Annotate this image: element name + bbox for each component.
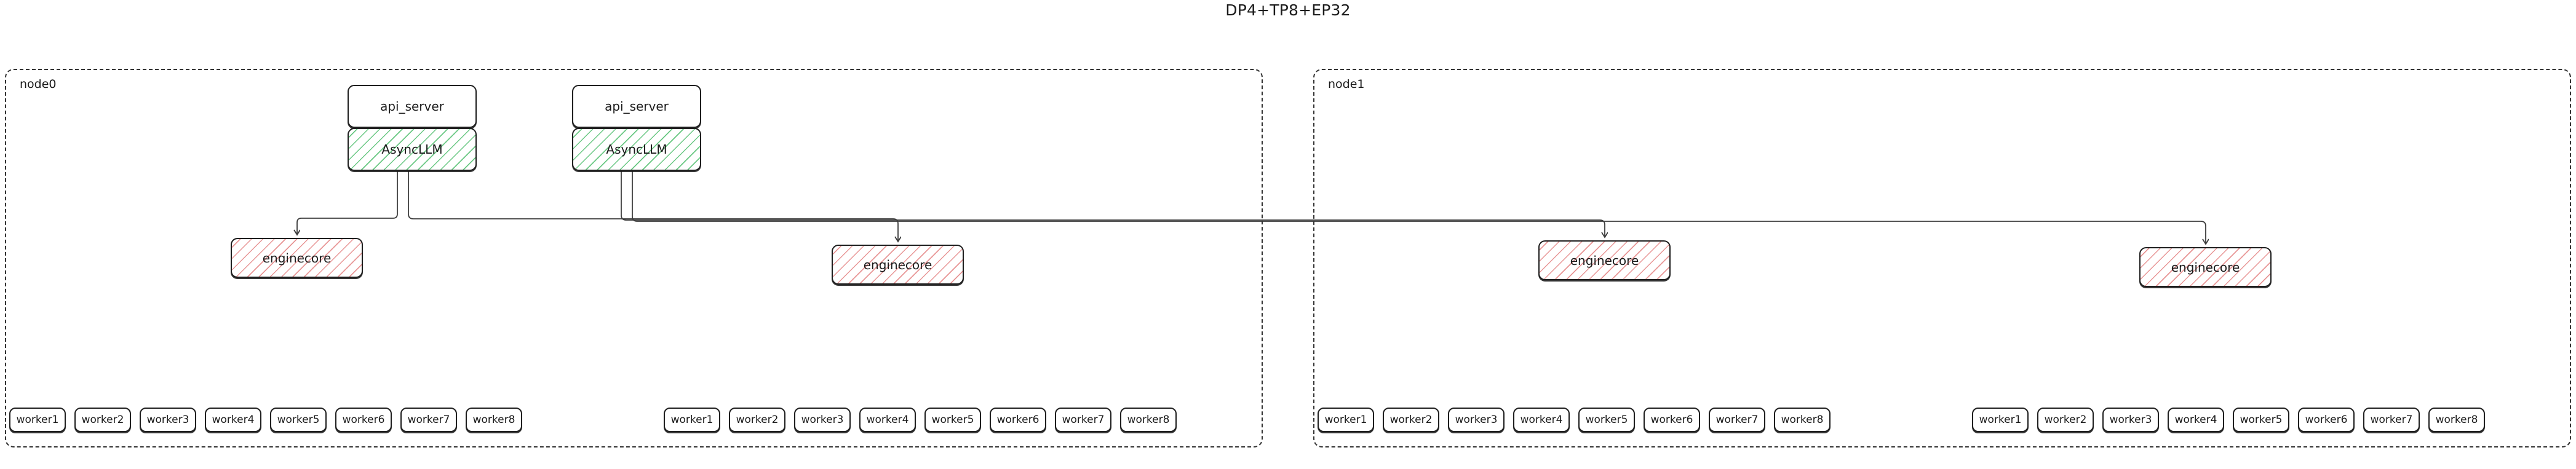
worker-box[interactable]: worker8 <box>1774 408 1831 432</box>
worker-box[interactable]: worker5 <box>1578 408 1635 432</box>
worker-box[interactable]: worker4 <box>859 408 916 432</box>
worker-box[interactable]: worker1 <box>1972 408 2029 432</box>
worker-box-label: worker8 <box>1781 414 1824 426</box>
worker-box[interactable]: worker7 <box>1055 408 1111 432</box>
worker-box[interactable]: worker7 <box>1709 408 1765 432</box>
asyncllm-box-label: AsyncLLM <box>606 142 667 157</box>
enginecore-box-label: enginecore <box>863 257 932 272</box>
worker-box-label: worker4 <box>2174 414 2217 426</box>
worker-box-label: worker4 <box>866 414 909 426</box>
worker-box-label: worker3 <box>146 414 189 426</box>
worker-box-label: worker1 <box>16 414 59 426</box>
worker-box[interactable]: worker5 <box>924 408 981 432</box>
worker-box-label: worker7 <box>1062 414 1105 426</box>
worker-box[interactable]: worker6 <box>335 408 392 432</box>
worker-box-label: worker4 <box>1520 414 1563 426</box>
worker-box-label: worker4 <box>212 414 255 426</box>
worker-box[interactable]: worker6 <box>990 408 1046 432</box>
worker-box[interactable]: worker3 <box>2102 408 2159 432</box>
worker-box[interactable]: worker7 <box>2363 408 2420 432</box>
worker-box-label: worker5 <box>931 414 974 426</box>
enginecore-box[interactable]: enginecore <box>2139 247 2272 287</box>
worker-box[interactable]: worker1 <box>1318 408 1374 432</box>
worker-box[interactable]: worker2 <box>729 408 785 432</box>
enginecore-box[interactable]: enginecore <box>231 238 363 278</box>
worker-box-label: worker5 <box>2240 414 2283 426</box>
worker-box[interactable]: worker3 <box>1448 408 1505 432</box>
worker-box[interactable]: worker8 <box>2428 408 2485 432</box>
api-server-box[interactable]: api_server <box>348 85 477 128</box>
worker-box-label: worker6 <box>2305 414 2348 426</box>
worker-box-label: worker2 <box>736 414 779 426</box>
worker-box-label: worker1 <box>1979 414 2022 426</box>
worker-box-label: worker2 <box>1389 414 1433 426</box>
worker-box[interactable]: worker2 <box>74 408 131 432</box>
worker-box-label: worker8 <box>472 414 515 426</box>
worker-box[interactable]: worker5 <box>2233 408 2289 432</box>
page-title: DP4+TP8+EP32 <box>1225 1 1351 19</box>
worker-box[interactable]: worker2 <box>2037 408 2094 432</box>
worker-box[interactable]: worker1 <box>9 408 66 432</box>
worker-box[interactable]: worker4 <box>205 408 261 432</box>
worker-box-label: worker8 <box>2435 414 2478 426</box>
api-server-box-label: api_server <box>605 99 669 114</box>
enginecore-box-label: enginecore <box>1570 253 1639 268</box>
worker-box-label: worker3 <box>1455 414 1498 426</box>
node-cluster-label-node1: node1 <box>1328 77 1365 91</box>
worker-box-label: worker1 <box>670 414 714 426</box>
worker-box[interactable]: worker6 <box>1644 408 1700 432</box>
worker-box-label: worker5 <box>277 414 320 426</box>
node-cluster-node1: node1 <box>1313 69 2571 447</box>
worker-box[interactable]: worker8 <box>466 408 522 432</box>
enginecore-box-label: enginecore <box>262 250 332 266</box>
worker-box[interactable]: worker4 <box>2168 408 2224 432</box>
api-server-box[interactable]: api_server <box>572 85 701 128</box>
worker-box-label: worker6 <box>1650 414 1693 426</box>
worker-box[interactable]: worker2 <box>1383 408 1439 432</box>
node-cluster-node0: node0 <box>5 69 1263 447</box>
worker-box-label: worker6 <box>996 414 1040 426</box>
worker-box[interactable]: worker1 <box>664 408 720 432</box>
enginecore-box[interactable]: enginecore <box>832 245 964 285</box>
worker-box-label: worker5 <box>1585 414 1628 426</box>
worker-box[interactable]: worker8 <box>1120 408 1177 432</box>
worker-box-label: worker7 <box>2370 414 2413 426</box>
api-server-box-label: api_server <box>380 99 444 114</box>
worker-box[interactable]: worker7 <box>400 408 457 432</box>
enginecore-box-label: enginecore <box>2171 259 2240 275</box>
worker-box-label: worker6 <box>342 414 385 426</box>
worker-box[interactable]: worker4 <box>1513 408 1570 432</box>
asyncllm-box[interactable]: AsyncLLM <box>572 128 701 171</box>
worker-box-label: worker3 <box>2109 414 2152 426</box>
asyncllm-box-label: AsyncLLM <box>381 142 443 157</box>
worker-box-label: worker8 <box>1127 414 1170 426</box>
worker-box[interactable]: worker3 <box>794 408 851 432</box>
enginecore-box[interactable]: enginecore <box>1538 240 1671 280</box>
asyncllm-box[interactable]: AsyncLLM <box>348 128 477 171</box>
worker-box[interactable]: worker5 <box>270 408 327 432</box>
worker-box-label: worker3 <box>801 414 844 426</box>
worker-box-label: worker7 <box>1715 414 1759 426</box>
worker-box-label: worker1 <box>1324 414 1367 426</box>
worker-box-label: worker2 <box>81 414 124 426</box>
node-cluster-label-node0: node0 <box>20 77 57 91</box>
worker-box[interactable]: worker6 <box>2298 408 2355 432</box>
worker-box[interactable]: worker3 <box>140 408 196 432</box>
worker-box-label: worker2 <box>2044 414 2087 426</box>
worker-box-label: worker7 <box>407 414 450 426</box>
